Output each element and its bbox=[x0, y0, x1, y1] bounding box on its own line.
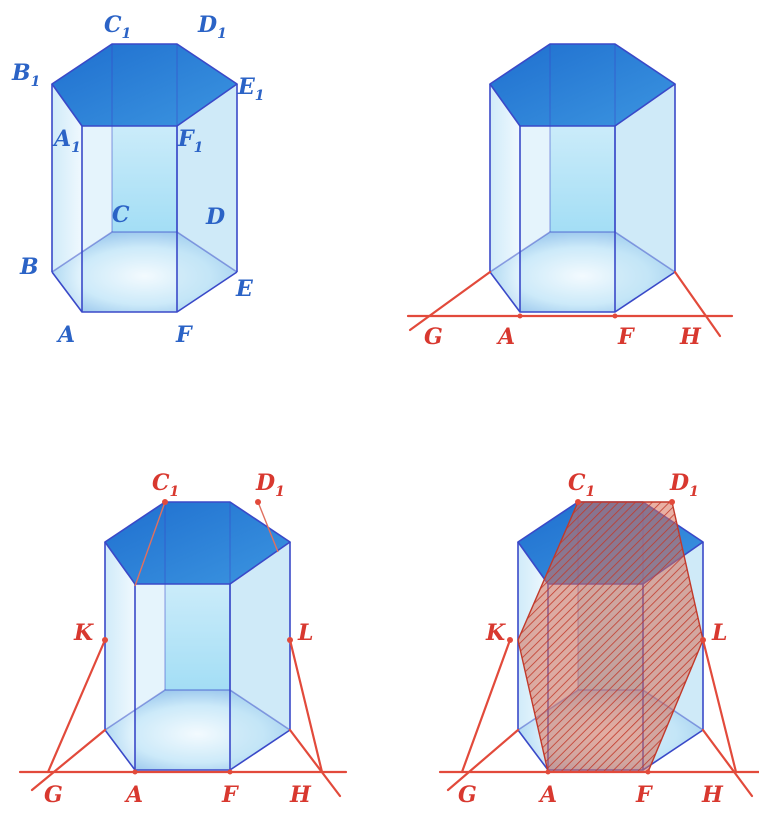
panel-1-prism: C1 D1 B1 E1 A1 F1 C D B E A F bbox=[11, 12, 265, 348]
label-d1: D1 bbox=[669, 470, 699, 500]
label-f: F bbox=[617, 324, 635, 350]
panel-3-construction bbox=[18, 499, 348, 798]
line-d1-edge bbox=[257, 501, 279, 553]
panel-4-labels: C1 D1 K L G A F H bbox=[458, 470, 727, 808]
line-c1-edge bbox=[134, 501, 166, 587]
label-a: A bbox=[538, 782, 557, 808]
label-h: H bbox=[679, 324, 702, 350]
label-l: L bbox=[297, 620, 313, 646]
line-lh bbox=[288, 638, 324, 774]
line-bc-extension bbox=[446, 728, 520, 792]
label-a: A bbox=[496, 324, 515, 350]
label-h: H bbox=[289, 782, 312, 808]
label-c1: C1 bbox=[104, 12, 131, 42]
line-ed-extension bbox=[673, 270, 722, 338]
panel-4-construction bbox=[438, 499, 759, 798]
label-c: C bbox=[112, 202, 130, 228]
line-kg bbox=[46, 638, 107, 774]
label-b: B bbox=[19, 254, 39, 280]
label-k: K bbox=[485, 620, 506, 646]
line-lh bbox=[701, 638, 738, 774]
panel-3-labels: C1 D1 K L G A F H bbox=[44, 470, 313, 808]
label-a: A bbox=[124, 782, 143, 808]
panel-3-prism: C1 D1 K L G A F H bbox=[18, 470, 348, 808]
label-g: G bbox=[44, 782, 63, 808]
label-f: F bbox=[635, 782, 653, 808]
label-a: A bbox=[56, 322, 75, 348]
panel-4-prism: C1 D1 K L G A F H bbox=[438, 470, 759, 808]
label-d: D bbox=[205, 204, 225, 230]
line-kg bbox=[460, 638, 512, 774]
panel-2-labels: G A F H bbox=[424, 324, 702, 350]
panel-2-construction bbox=[406, 270, 734, 338]
label-c1: C1 bbox=[152, 470, 179, 500]
label-h: H bbox=[701, 782, 724, 808]
line-ed-extension bbox=[288, 728, 342, 798]
label-d1: D1 bbox=[255, 470, 285, 500]
label-f: F bbox=[175, 322, 193, 348]
label-e: E bbox=[235, 276, 254, 302]
label-f1: F1 bbox=[177, 126, 203, 156]
line-bc-extension bbox=[30, 728, 107, 792]
line-ed-extension bbox=[701, 728, 754, 798]
label-a1: A1 bbox=[52, 126, 81, 156]
label-e1: E1 bbox=[237, 74, 265, 104]
label-k: K bbox=[73, 620, 94, 646]
label-f: F bbox=[221, 782, 239, 808]
panel-1-labels: C1 D1 B1 E1 A1 F1 C D B E A F bbox=[11, 12, 265, 348]
label-c1: C1 bbox=[568, 470, 595, 500]
label-b1: B1 bbox=[11, 60, 40, 90]
panel-2-prism: G A F H bbox=[406, 43, 734, 350]
line-bc-extension bbox=[408, 270, 492, 332]
label-g: G bbox=[424, 324, 443, 350]
label-g: G bbox=[458, 782, 477, 808]
label-l: L bbox=[711, 620, 727, 646]
label-d1: D1 bbox=[197, 12, 227, 42]
